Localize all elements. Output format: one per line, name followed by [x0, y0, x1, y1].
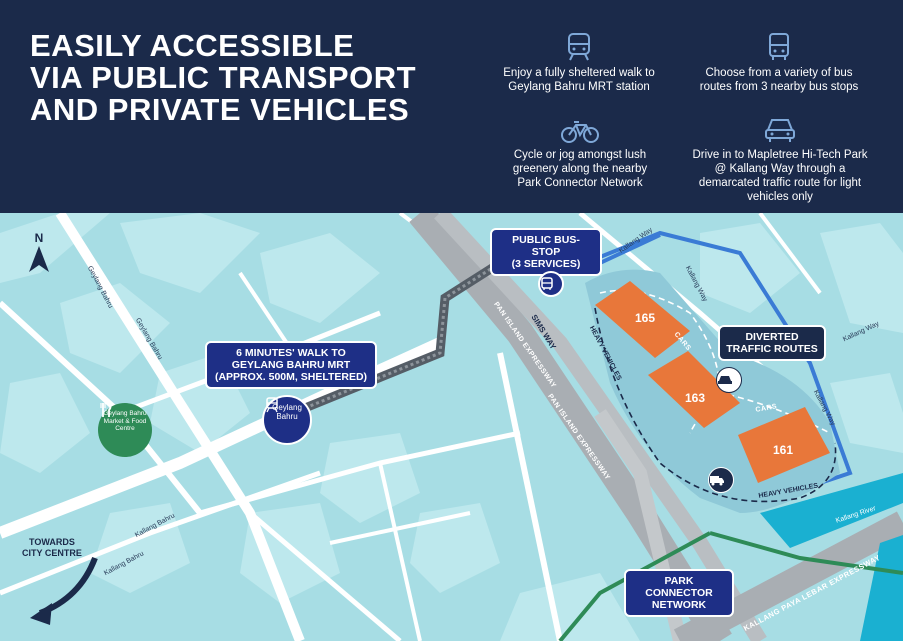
- feature-mrt: Enjoy a fully sheltered walk to Geylang …: [498, 32, 660, 94]
- location-map[interactable]: N PUBLIC BUS-STOP (3 SERVICES) 6 MINUTES…: [0, 213, 903, 641]
- north-label: N: [34, 231, 44, 245]
- title-line-1: EASILY ACCESSIBLE: [30, 28, 355, 63]
- title-line-3: AND PRIVATE VEHICLES: [30, 92, 410, 127]
- feature-bus: Choose from a variety of bus routes from…: [693, 32, 865, 94]
- park-connector-line-2: NETWORK: [651, 599, 707, 611]
- food-centre-label: Geylang Bahru Market & Food Centre: [103, 410, 147, 432]
- train-icon: [266, 397, 278, 413]
- towards-city-centre-label: TOWARDS CITY CENTRE: [22, 537, 82, 559]
- feature-mrt-text: Enjoy a fully sheltered walk to Geylang …: [503, 67, 655, 93]
- park-connector-callout[interactable]: PARK CONNECTOR NETWORK: [624, 569, 734, 617]
- header-banner: EASILY ACCESSIBLE VIA PUBLIC TRANSPORT A…: [0, 0, 903, 213]
- building-165-label: 165: [634, 311, 656, 325]
- towards-line-1: TOWARDS: [29, 537, 75, 547]
- truck-icon: [710, 476, 724, 486]
- car-icon: [765, 119, 795, 142]
- bus-stop-line-2: (3 SERVICES): [511, 258, 581, 270]
- bus-stop-callout[interactable]: PUBLIC BUS-STOP (3 SERVICES): [490, 228, 602, 276]
- mrt-station-marker[interactable]: Geylang Bahru: [262, 395, 312, 445]
- walk-line-3: (APPROX. 500M, SHELTERED): [214, 371, 368, 383]
- car-icon: [718, 376, 732, 384]
- train-icon: [568, 33, 590, 61]
- building-163-label: 163: [684, 391, 706, 405]
- page-title: EASILY ACCESSIBLE VIA PUBLIC TRANSPORT A…: [30, 30, 416, 126]
- building-161-label: 161: [772, 443, 794, 457]
- diverted-line-1: DIVERTED: [745, 331, 799, 343]
- park-connector-line-1: PARK CONNECTOR: [645, 575, 713, 599]
- feature-cycle-text: Cycle or jog amongst lush greenery along…: [512, 149, 648, 189]
- bus-stop-marker[interactable]: [538, 271, 564, 297]
- diverted-callout[interactable]: DIVERTED TRAFFIC ROUTES: [718, 325, 826, 361]
- river-bend: [860, 535, 903, 641]
- diverted-line-2: TRAFFIC ROUTES: [726, 343, 818, 355]
- feature-car: Drive in to Mapletree Hi-Tech Park @ Kal…: [690, 116, 870, 204]
- park-connector-line: [558, 531, 711, 641]
- heavy-routes: [594, 307, 837, 503]
- building-163-shape: [648, 351, 740, 428]
- mrt-station-label: Geylang Bahru: [272, 403, 302, 421]
- truck-marker: [708, 467, 734, 493]
- bus-icon: [541, 277, 553, 290]
- walk-line-2: GEYLANG BAHRU MRT: [231, 359, 351, 371]
- kallang-river: [760, 473, 903, 548]
- walk-callout[interactable]: 6 MINUTES' WALK TO GEYLANG BAHRU MRT (AP…: [205, 341, 377, 389]
- feature-cycle: Cycle or jog amongst lush greenery along…: [505, 118, 655, 190]
- food-centre-marker[interactable]: Geylang Bahru Market & Food Centre: [98, 403, 152, 457]
- bicycle-icon: [561, 121, 599, 143]
- north-arrow-icon: [29, 246, 49, 272]
- feature-car-text: Drive in to Mapletree Hi-Tech Park @ Kal…: [692, 149, 868, 203]
- walk-line-1: 6 MINUTES' WALK TO: [236, 347, 346, 359]
- city-blocks: [0, 213, 903, 641]
- feature-bus-text: Choose from a variety of bus routes from…: [699, 67, 859, 93]
- building-165-shape: [595, 281, 690, 358]
- car-marker: [716, 367, 742, 393]
- fork-knife-icon: [100, 403, 112, 417]
- site-boundary: [559, 230, 853, 505]
- bus-icon: [769, 33, 789, 60]
- towards-line-2: CITY CENTRE: [22, 548, 82, 558]
- building-161-shape: [738, 407, 830, 483]
- bus-stop-line-1: PUBLIC BUS-STOP: [512, 234, 580, 258]
- title-line-2: VIA PUBLIC TRANSPORT: [30, 60, 417, 95]
